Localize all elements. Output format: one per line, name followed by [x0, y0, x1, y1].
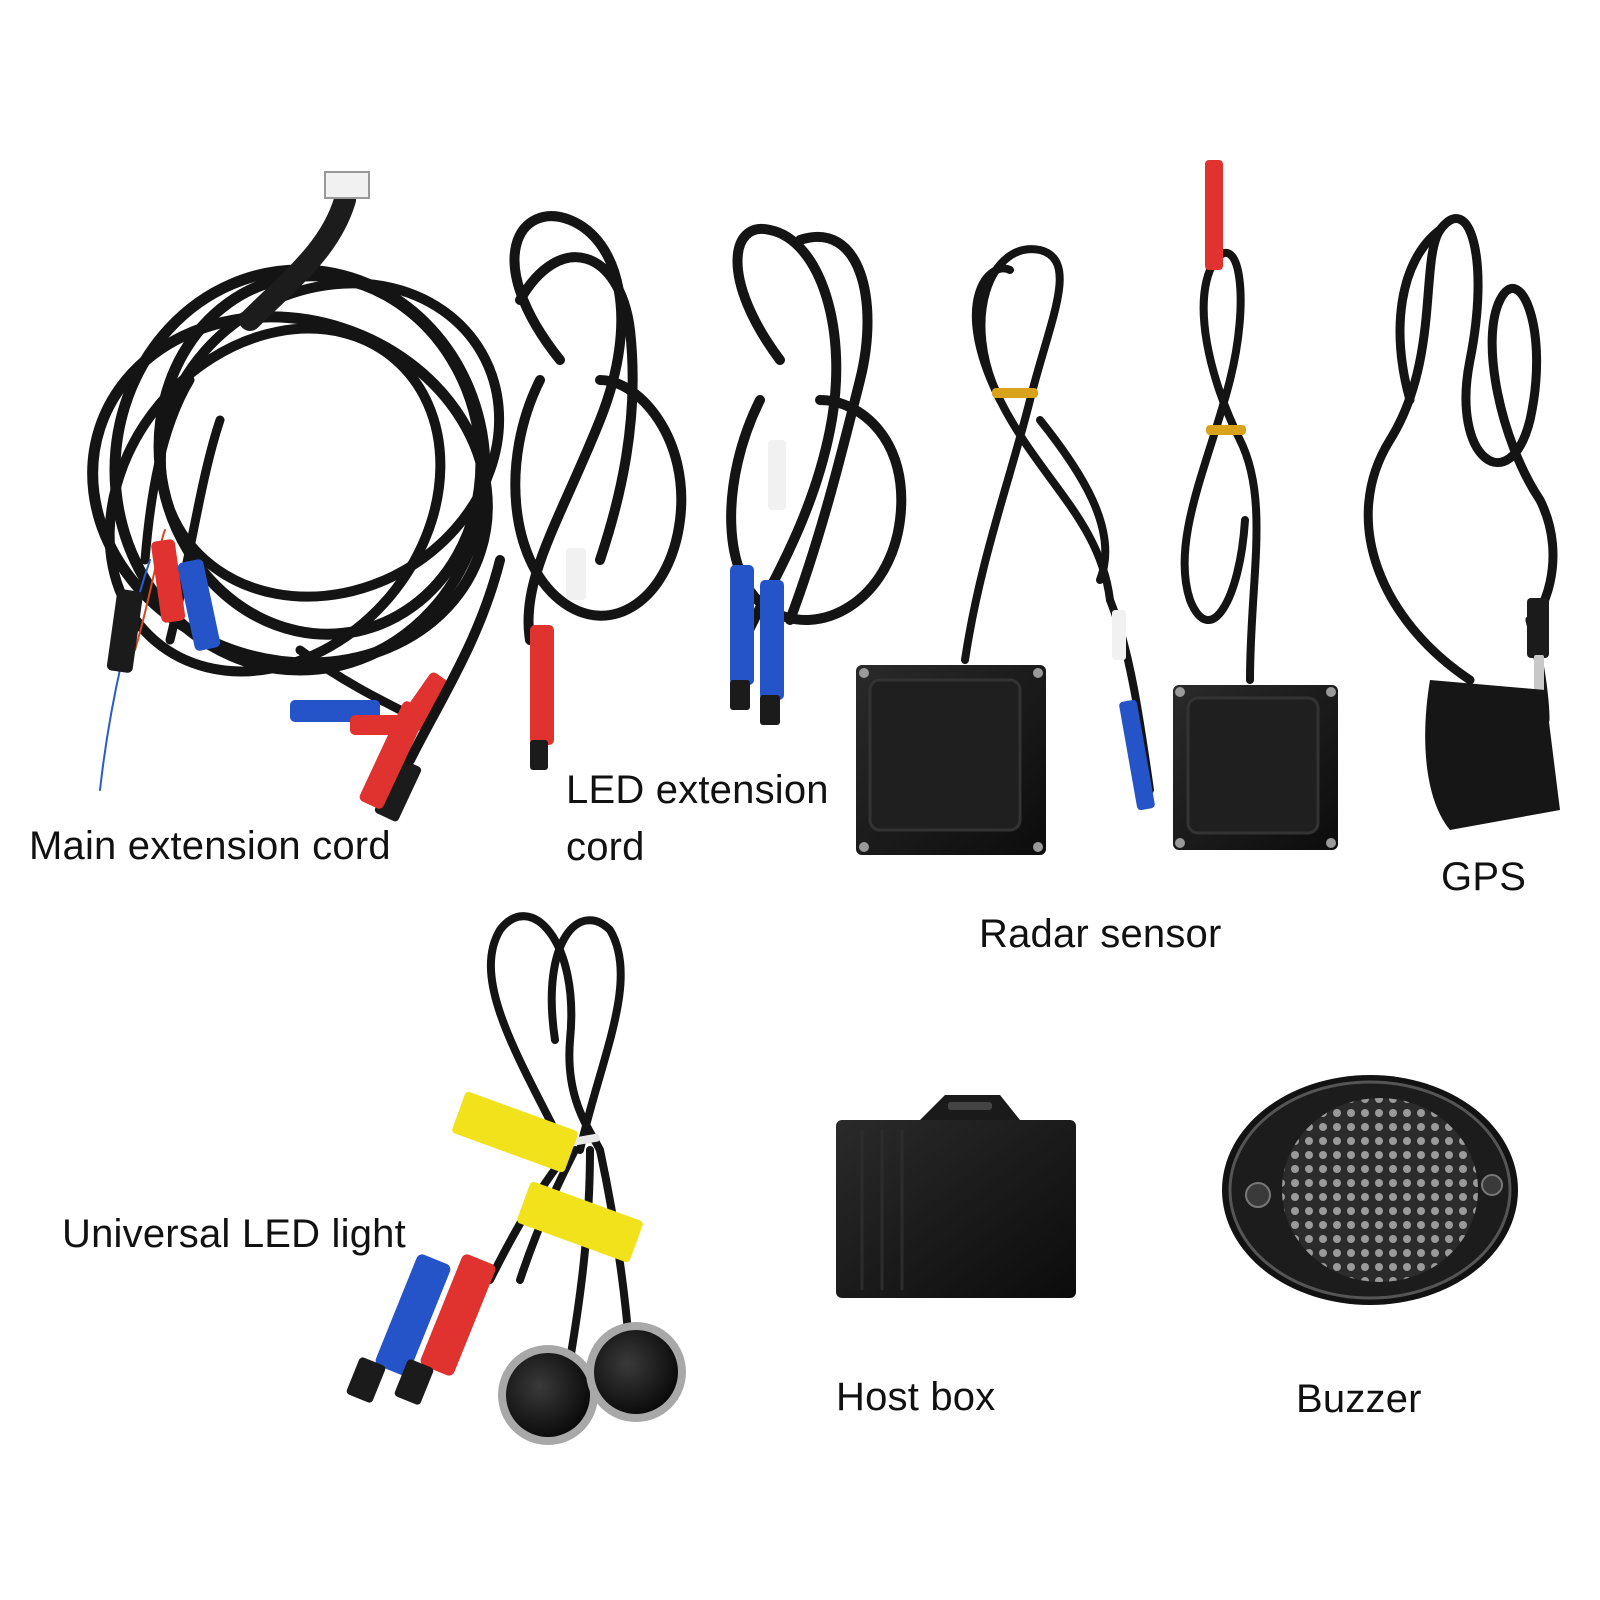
buzzer — [1222, 1075, 1518, 1305]
label-buzzer: Buzzer — [1296, 1377, 1422, 1421]
led-cord-connectors — [359, 440, 786, 809]
universal-led-parts — [346, 1091, 686, 1445]
label-radar-sensor: Radar sensor — [979, 912, 1222, 956]
host-box — [836, 1095, 1076, 1298]
label-universal-led-light: Universal LED light — [62, 1212, 406, 1256]
label-main-extension-cord: Main extension cord — [29, 824, 391, 868]
radar-sensor-parts — [856, 160, 1338, 855]
label-led-extension-cord: LED extension cord — [566, 768, 829, 869]
gps-cable — [1363, 214, 1558, 725]
label-host-box: Host box — [836, 1375, 996, 1419]
label-gps: GPS — [1441, 855, 1527, 899]
gps-parts — [1425, 598, 1560, 830]
led-extension-cord — [405, 211, 907, 765]
